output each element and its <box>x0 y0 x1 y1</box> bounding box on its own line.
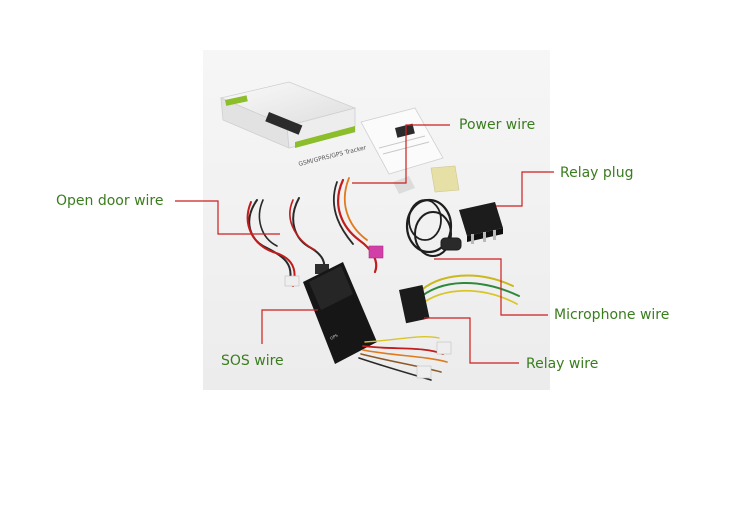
svg-text:GPS: GPS <box>329 332 339 340</box>
label-open-door-wire: Open door wire <box>56 193 164 209</box>
label-power-wire: Power wire <box>459 117 536 133</box>
sos-wire-bundle <box>289 197 329 274</box>
label-relay-plug: Relay plug <box>560 165 634 181</box>
adhesive-pad <box>430 165 460 193</box>
power-wire-bundle <box>332 177 384 274</box>
label-relay-wire: Relay wire <box>526 356 599 372</box>
gps-tracker-unit: GPS <box>303 262 377 364</box>
label-microphone-wire: Microphone wire <box>554 307 670 323</box>
relay-plug <box>459 202 503 244</box>
microphone-coil <box>405 198 462 257</box>
label-sos-wire: SOS wire <box>221 353 284 369</box>
product-photo: GSM/GPRS/GPS Tracker <box>203 50 550 390</box>
